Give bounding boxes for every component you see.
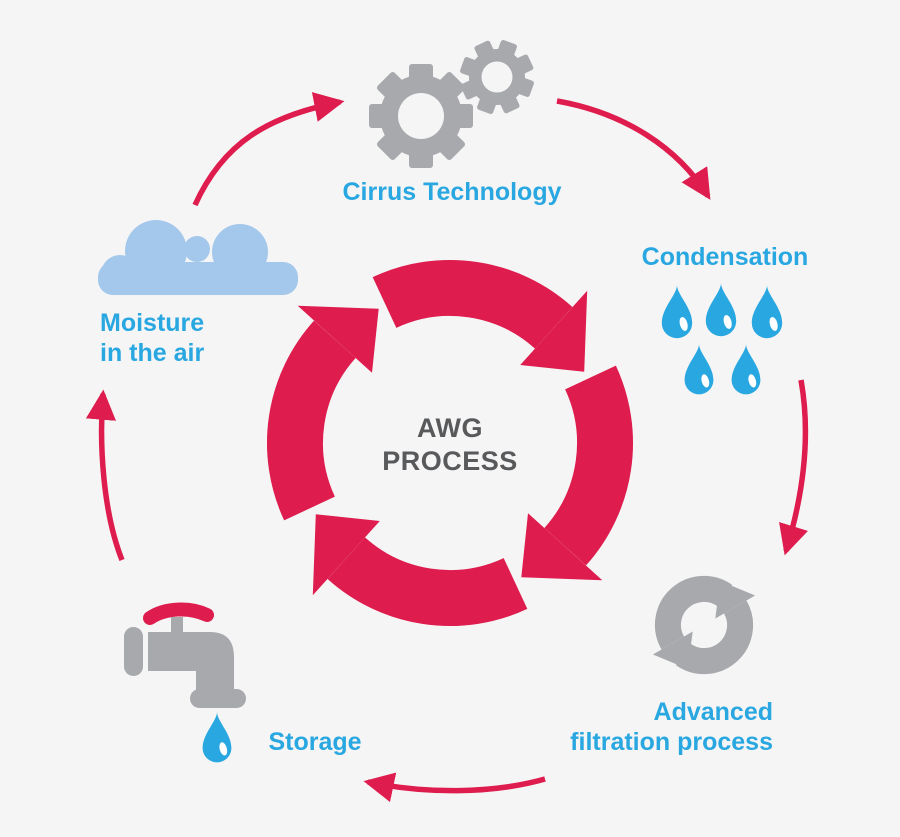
label-moisture-in-the-air: Moisture in the air xyxy=(100,308,204,368)
arrow-condensation-to-filtration xyxy=(779,379,809,556)
cycle-arrows-icon xyxy=(267,260,633,626)
label-storage: Storage xyxy=(268,728,362,756)
cycle-center-line1: AWG xyxy=(417,413,483,443)
cycle-center-label: AWG PROCESS xyxy=(300,412,600,478)
label-advanced-line2: filtration process xyxy=(570,728,773,756)
label-moisture-line2: in the air xyxy=(100,339,205,367)
label-advanced-filtration: Advanced filtration process xyxy=(570,697,773,757)
label-moisture-line1: Moisture xyxy=(100,309,205,337)
arrow-storage-to-moisture xyxy=(85,389,125,562)
label-condensation: Condensation xyxy=(641,243,809,271)
gears-icon xyxy=(369,40,534,168)
label-cirrus-technology: Cirrus Technology xyxy=(342,178,562,206)
water-drops-icon xyxy=(661,283,783,395)
arrow-cirrus-to-condensation xyxy=(556,98,711,200)
cycle-center-line2: PROCESS xyxy=(382,446,518,476)
label-advanced-line1: Advanced xyxy=(653,698,773,726)
sync-arrows-icon xyxy=(652,575,756,675)
arrow-moisture-to-cirrus xyxy=(192,92,345,207)
faucet-icon xyxy=(124,602,246,763)
arrow-filtration-to-storage xyxy=(363,772,546,803)
cloud-icon xyxy=(98,220,298,295)
